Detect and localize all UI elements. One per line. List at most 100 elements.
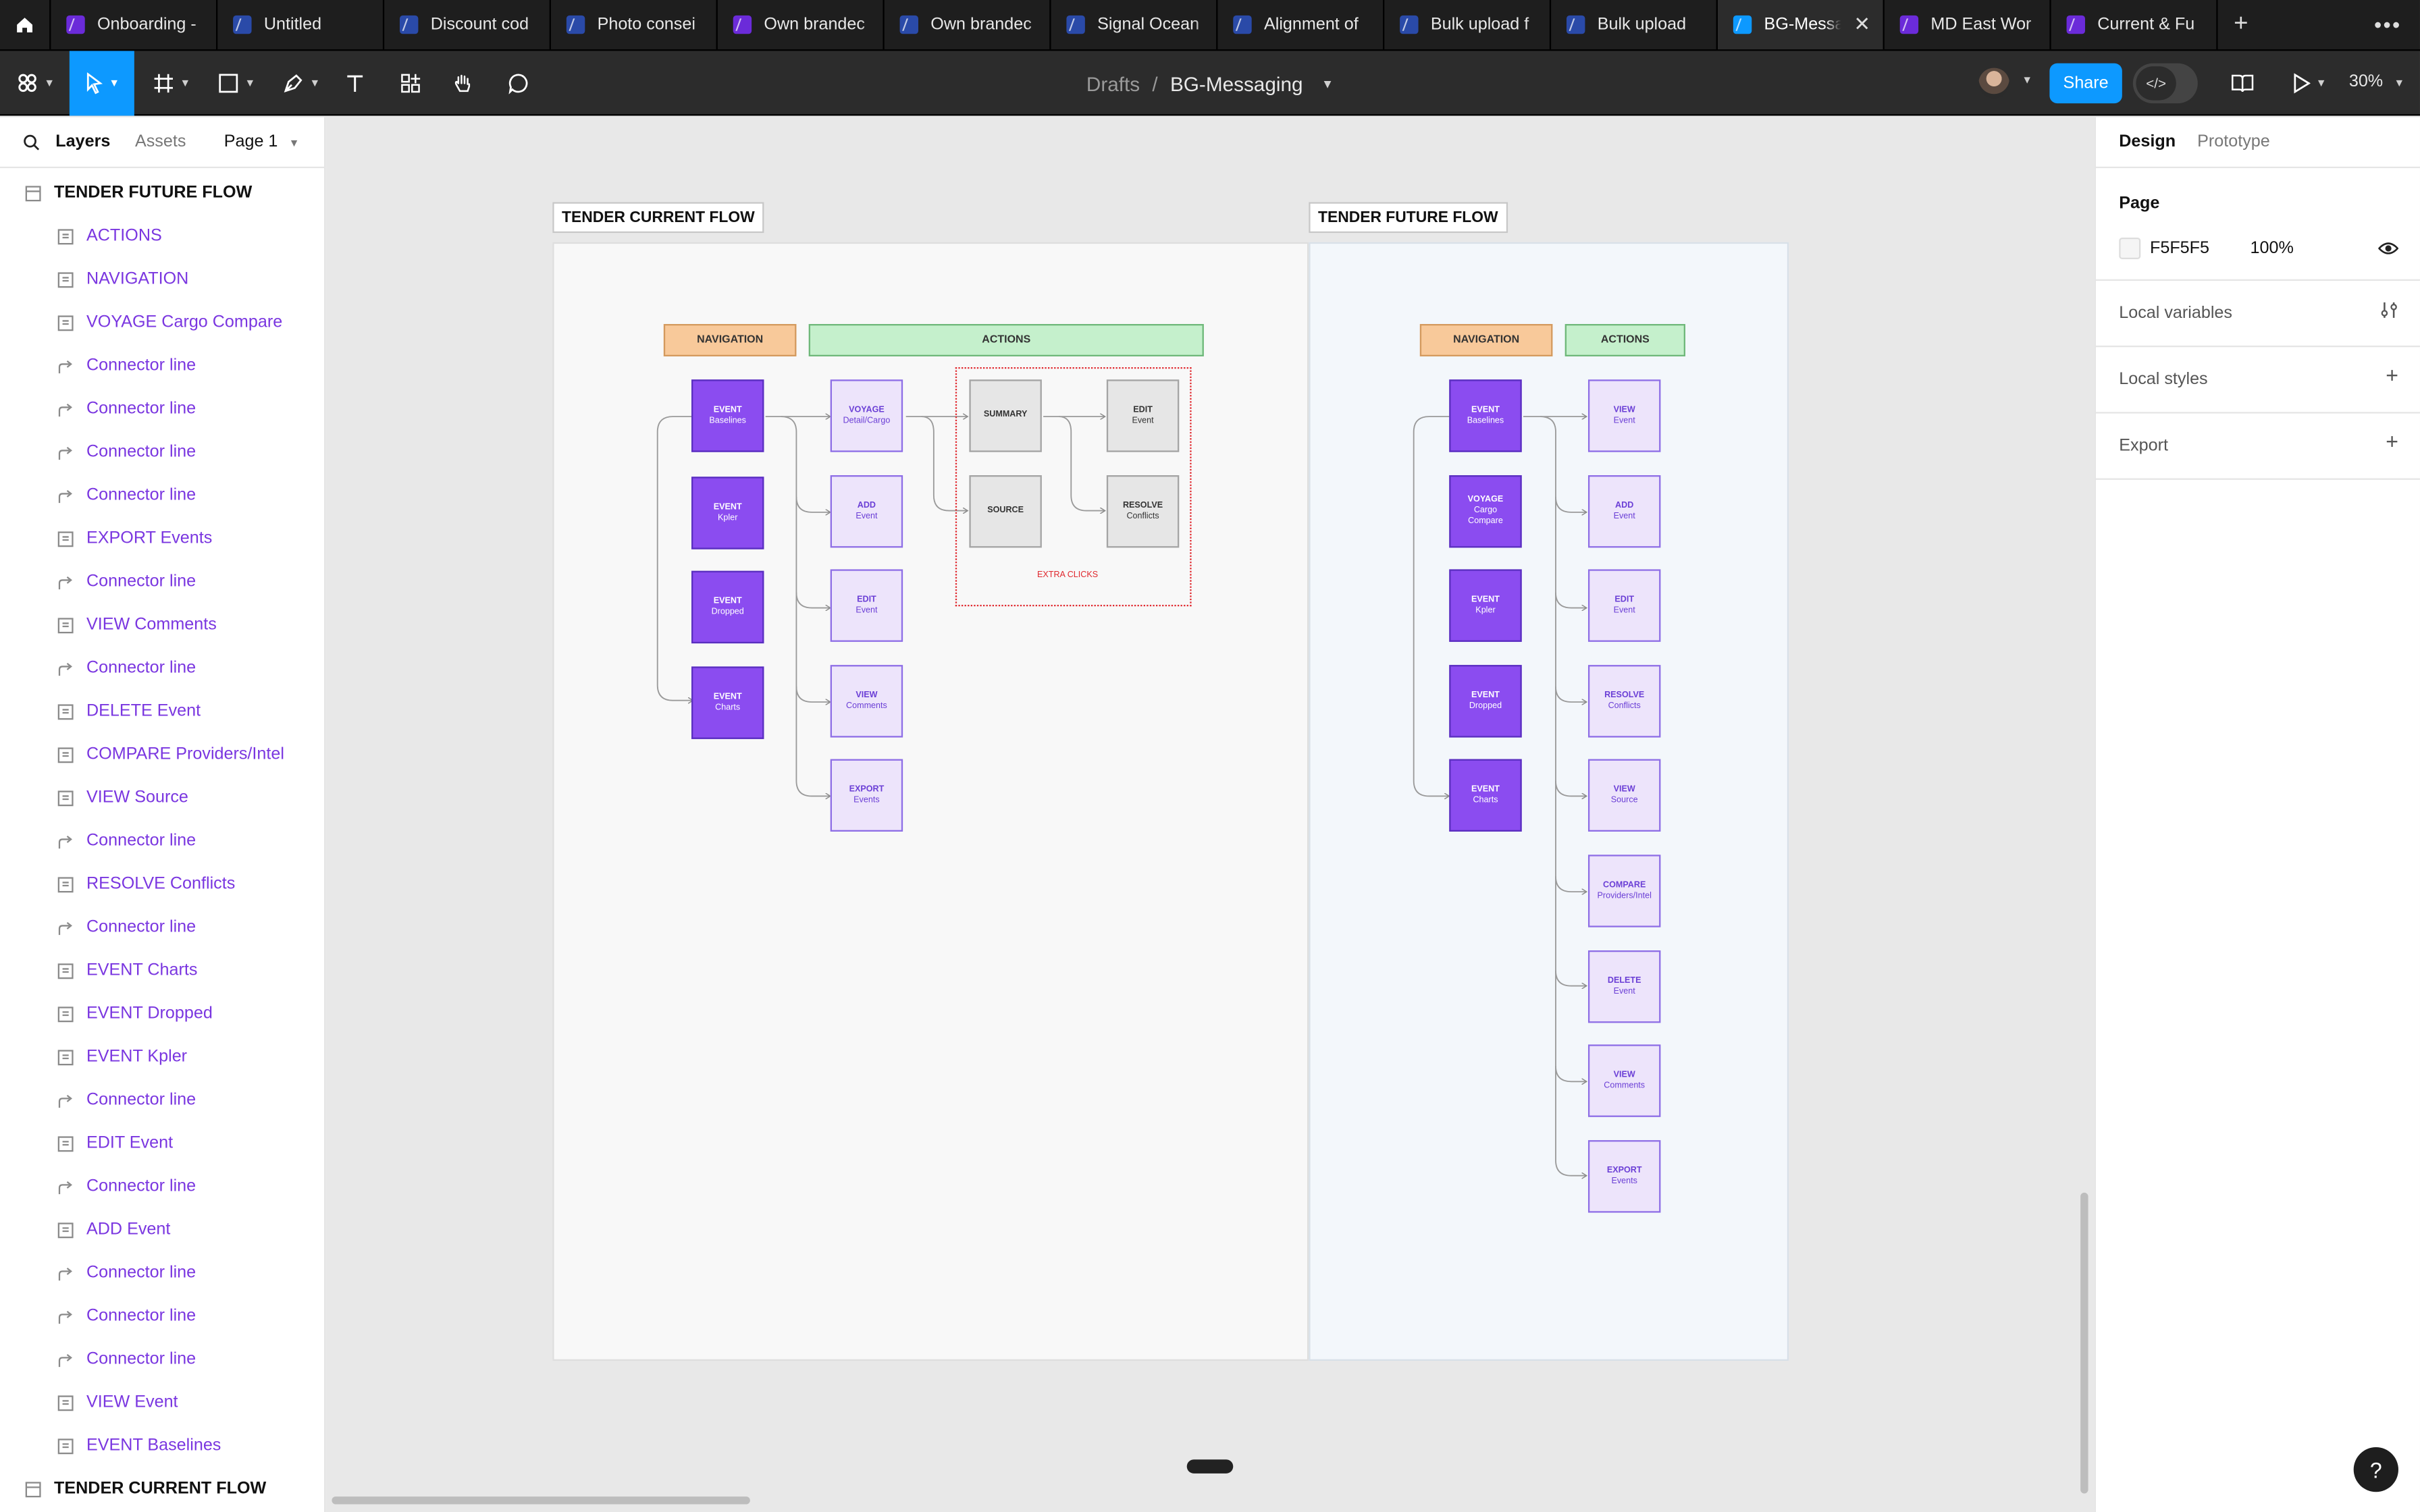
page-opacity-value[interactable]: 100% (2250, 239, 2294, 258)
tab-layers[interactable]: Layers (55, 132, 111, 151)
local-styles-section[interactable]: Local styles + (2095, 347, 2420, 414)
move-tool-button[interactable]: ▼ (69, 51, 134, 116)
canvas[interactable]: TENDER CURRENT FLOW TENDER FUTURE FLOW (327, 117, 2095, 1512)
export-section[interactable]: Export + (2095, 414, 2420, 480)
plus-icon[interactable]: + (2386, 429, 2398, 454)
layer-row[interactable]: VIEW Comments (0, 603, 324, 647)
close-icon[interactable]: ✕ (1853, 12, 1871, 36)
page-color-swatch[interactable] (2119, 237, 2141, 259)
extra-step-box[interactable]: SOURCE (969, 475, 1042, 548)
layer-row[interactable]: EXPORT Events (0, 517, 324, 560)
layer-row[interactable]: COMPARE Providers/Intel (0, 733, 324, 776)
layer-row[interactable]: Connector line (0, 1079, 324, 1122)
tab-file[interactable]: Photo consei (551, 0, 718, 50)
chevron-down-icon[interactable]: ▼ (2022, 75, 2033, 86)
page-color-value[interactable]: F5F5F5 (2149, 239, 2210, 258)
tab-file[interactable]: Own brandec (885, 0, 1051, 50)
connector-line[interactable] (1555, 592, 1587, 608)
connector-line[interactable] (921, 416, 968, 510)
tab-file[interactable]: Current & Fu (2051, 0, 2218, 50)
tab-prototype[interactable]: Prototype (2197, 132, 2270, 151)
tab-file[interactable]: MD East Wor (1885, 0, 2051, 50)
layer-row[interactable]: TENDER CURRENT FLOW (0, 1467, 324, 1511)
layer-row[interactable]: VOYAGE Cargo Compare (0, 301, 324, 344)
connector-line[interactable] (1540, 416, 1587, 1176)
layer-row[interactable]: RESOLVE Conflicts (0, 863, 324, 906)
dev-mode-toggle[interactable]: </> (2132, 63, 2198, 104)
layer-row[interactable]: Connector line (0, 474, 324, 517)
tab-file[interactable]: Discount cod (384, 0, 551, 50)
layer-row[interactable]: EVENT Baselines (0, 1424, 324, 1467)
layer-row[interactable]: Connector line (0, 906, 324, 949)
layer-row[interactable]: TENDER FUTURE FLOW (0, 171, 324, 215)
tab-design[interactable]: Design (2119, 132, 2176, 151)
help-button[interactable]: ? (2353, 1447, 2398, 1492)
tab-file[interactable]: Bulk upload (1551, 0, 1718, 50)
connector-line[interactable] (795, 592, 830, 608)
future-flow-frame-title[interactable]: TENDER FUTURE FLOW (1309, 202, 1508, 234)
share-button[interactable]: Share (2049, 63, 2122, 104)
local-variables-section[interactable]: Local variables (2095, 281, 2420, 348)
connector-line[interactable] (1413, 416, 1450, 796)
hand-tool-button[interactable] (448, 51, 479, 115)
layer-row[interactable]: VIEW Source (0, 776, 324, 819)
connector-line[interactable] (1555, 686, 1587, 702)
layer-row[interactable]: Connector line (0, 1295, 324, 1338)
current-navigation-header[interactable]: NAVIGATION (663, 323, 797, 356)
new-tab-button[interactable]: + (2234, 10, 2248, 37)
vertical-scrollbar[interactable] (2080, 1192, 2088, 1494)
current-actions-header[interactable]: ACTIONS (808, 323, 1204, 356)
layer-row[interactable]: Connector line (0, 1165, 324, 1208)
connector-line[interactable] (1058, 416, 1105, 510)
canvas-bottom-handle[interactable] (1186, 1459, 1234, 1474)
tab-assets[interactable]: Assets (134, 132, 186, 151)
library-button[interactable] (2227, 51, 2258, 115)
avatar[interactable] (1978, 68, 2009, 99)
layer-row[interactable]: EVENT Dropped (0, 992, 324, 1035)
connector-line[interactable] (1555, 496, 1587, 512)
connector-line[interactable] (795, 686, 830, 702)
connector-line[interactable] (781, 416, 831, 796)
layer-row[interactable]: Connector line (0, 431, 324, 474)
future-actions-header[interactable]: ACTIONS (1564, 323, 1685, 356)
comment-tool-button[interactable] (503, 51, 534, 115)
tab-file[interactable]: Own brandec (718, 0, 885, 50)
layer-row[interactable]: VIEW Event (0, 1381, 324, 1424)
tab-file[interactable]: Onboarding - (51, 0, 218, 50)
connector-line[interactable] (656, 416, 693, 701)
layer-row[interactable]: NAVIGATION (0, 258, 324, 301)
home-icon[interactable] (0, 0, 51, 50)
layer-row[interactable]: Connector line (0, 647, 324, 690)
layer-row[interactable]: ACTIONS (0, 215, 324, 258)
tab-file[interactable]: Bulk upload f (1384, 0, 1552, 50)
chevron-down-icon[interactable]: ▼ (1321, 76, 1334, 90)
file-name[interactable]: BG-Messaging (1169, 72, 1303, 95)
layer-row[interactable]: Connector line (0, 387, 324, 431)
search-icon[interactable] (23, 134, 40, 151)
layer-row[interactable]: Connector line (0, 1251, 324, 1295)
connector-line[interactable] (1555, 780, 1587, 796)
frame-tool-button[interactable]: ▼ (148, 51, 194, 115)
breadcrumb-drafts[interactable]: Drafts (1086, 72, 1140, 95)
extra-step-box[interactable]: SUMMARY (969, 379, 1042, 452)
more-icon[interactable]: ••• (2374, 12, 2402, 37)
layer-row[interactable]: ADD Event (0, 1208, 324, 1251)
layer-row[interactable]: Connector line (0, 344, 324, 387)
current-flow-frame[interactable] (552, 242, 1309, 1361)
plus-icon[interactable]: + (2386, 362, 2398, 387)
